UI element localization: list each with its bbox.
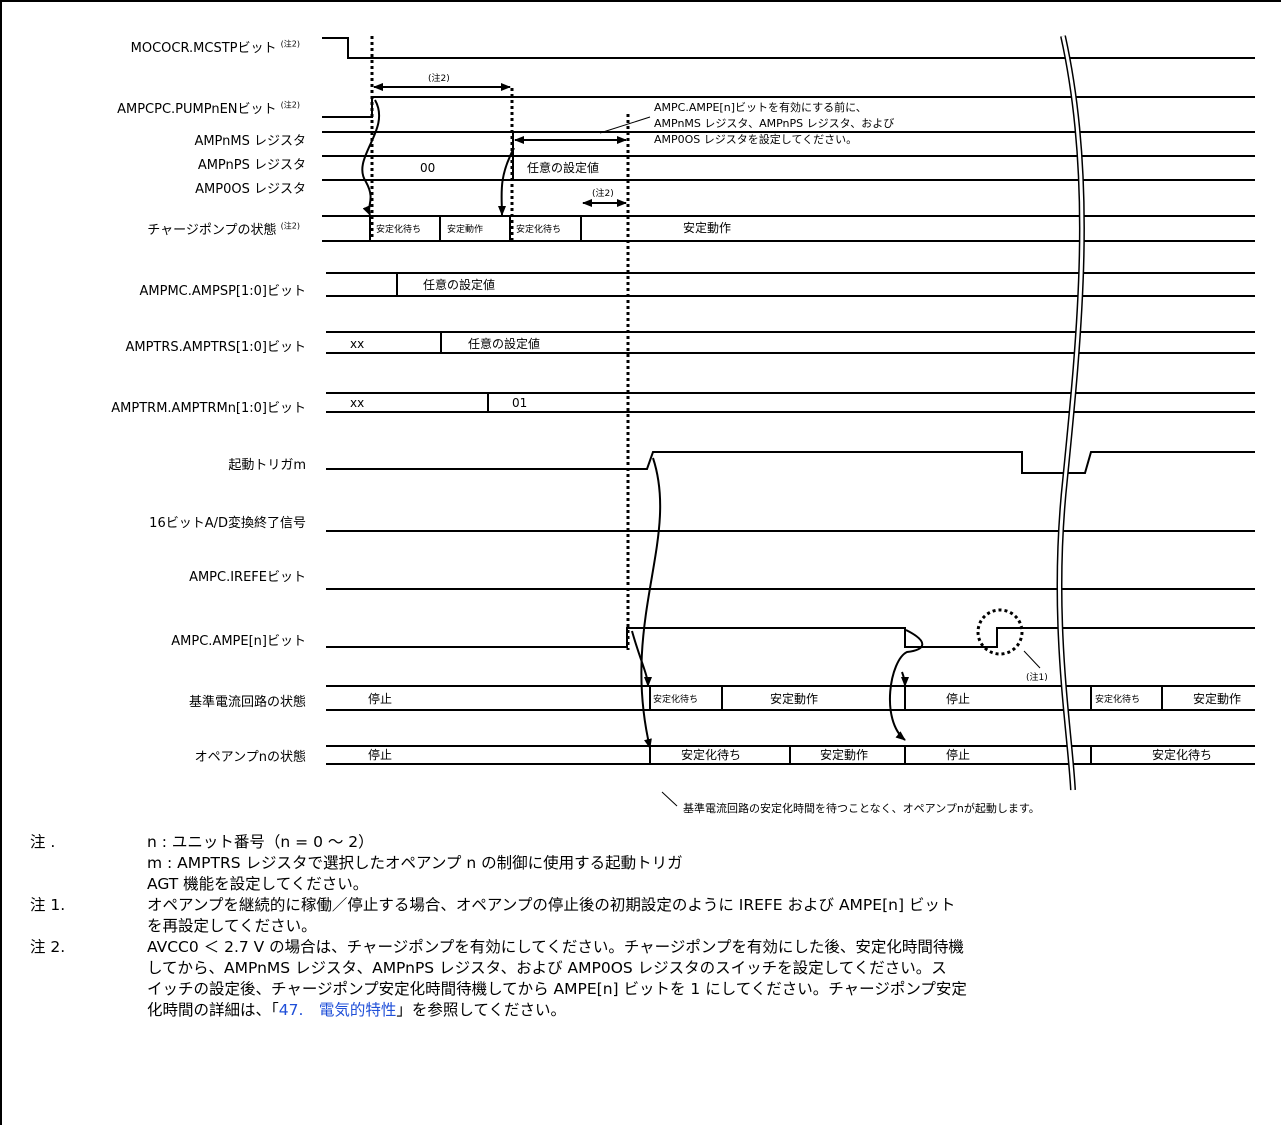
curve-ampe-loop [888,629,924,741]
val-pump-4: 安定動作 [683,220,731,235]
curve-pumpen-to-pump [361,99,381,216]
label-opamp: オペアンプnの状態 [194,750,306,765]
annot-setup-2: AMPnMS レジスタ、AMPnPS レジスタ、および [654,117,894,130]
note-general-line3: AGT 機能を設定してください。 [147,875,369,893]
val-pump-3: 安定化待ち [516,223,561,235]
val-opamp-stop: 停止 [368,747,392,762]
wave-ampe [326,627,1255,648]
annot-setup-3: AMP0OS レジスタを設定してください。 [654,132,857,146]
label-adend: 16ビットA/D変換終了信号 [149,516,306,531]
label-amptrs: AMPTRS.AMPTRS[1:0]ビット [125,340,306,355]
label-iref: 基準電流回路の状態 [188,695,306,710]
val-amptrs-xx: xx [350,337,364,351]
label-ms: AMPnMS レジスタ [194,134,306,149]
curve-trig-to-iref [640,457,662,749]
curve-ampe-to-iref2 [900,671,909,687]
timing-diagram: 00 任意の設定値 安定化待ち 安定動作 安定化待ち 安定動作 任意の設定値 x… [322,35,1255,815]
annot-setup-1: AMPC.AMPE[n]ビットを有効にする前に、 [654,100,867,114]
curve-ampe-to-iref [631,630,652,687]
val-iref-run2: 安定動作 [1193,691,1241,706]
break-outline-2 [1057,35,1084,791]
annot-note2-a: (注2) [428,72,450,84]
note-2: 注 2. AVCC0 ＜ 2.7 V の場合は、チャージポンプを有効にしてくださ… [30,937,1260,1021]
annot-note1: (注1) [1026,671,1048,683]
val-opamp-run: 安定動作 [820,747,868,762]
note-1: 注 1. オペアンプを継続的に稼働／停止する場合、オペアンプの停止後の初期設定の… [30,895,1260,937]
wave-mcstp [322,37,1255,59]
label-os: AMP0OS レジスタ [195,182,306,197]
note-1-line1: オペアンプを継続的に稼働／停止する場合、オペアンプの停止後の初期設定のように I… [147,896,956,914]
val-iref-stop: 停止 [368,691,392,706]
note-2-line2: してから、AMPnMS レジスタ、AMPnPS レジスタ、および AMP0OS … [147,959,947,977]
note-general-line1: n : ユニット番号（n = 0 ～ 2） [147,833,374,851]
val-iref-run: 安定動作 [770,691,818,706]
electrical-characteristics-link[interactable]: 47. 電気的特性 [278,1001,397,1019]
val-amptrm-xx: xx [350,396,364,410]
val-opamp-wait: 安定化待ち [681,747,741,762]
val-iref-stop2: 停止 [946,691,970,706]
label-trig: 起動トリガm [228,458,306,473]
setup-pointer [599,116,651,134]
curve-ms-to-pump [497,147,515,216]
val-iref-wait: 安定化待ち [653,693,698,705]
wave-trig [326,451,1255,474]
note-general: 注 . n : ユニット番号（n = 0 ～ 2） m : AMPTRS レジス… [30,832,1260,895]
label-irefe: AMPC.IREFEビット [189,570,306,585]
val-ms-00: 00 [420,161,435,175]
note1-pointer [1023,650,1041,669]
val-opamp-wait2: 安定化待ち [1152,747,1212,762]
val-iref-wait2: 安定化待ち [1095,693,1140,705]
annot-note2-b: (注2) [592,187,614,199]
note-2-line1: AVCC0 ＜ 2.7 V の場合は、チャージポンプを有効にしてください。チャー… [147,938,964,956]
val-amptrm-01: 01 [512,396,527,410]
notes-section: 注 . n : ユニット番号（n = 0 ～ 2） m : AMPTRS レジス… [30,832,1260,1021]
label-pump: チャージポンプの状態 (注2) [147,221,300,238]
note-1-line2: を再設定してください。 [147,917,317,935]
note-2-line4: 化時間の詳細は、「47. 電気的特性」を参照してください。 [147,1001,566,1019]
val-ampsp: 任意の設定値 [423,277,495,292]
bottom-pointer [661,791,678,807]
label-ps: AMPnPS レジスタ [197,158,306,173]
val-opamp-stop2: 停止 [946,747,970,762]
annot-bottom: 基準電流回路の安定化時間を待つことなく、オペアンプnが起動します。 [683,801,1040,815]
val-amptrs-any: 任意の設定値 [468,336,540,351]
label-mcstp: MOCOCR.MCSTPビット (注2) [130,39,300,56]
note-2-line3: イッチの設定後、チャージポンプ安定化時間待機してから AMPE[n] ビットを … [147,980,967,998]
val-ms-any: 任意の設定値 [527,160,599,175]
label-ampsp: AMPMC.AMPSP[1:0]ビット [139,284,306,299]
val-pump-1: 安定化待ち [376,223,421,235]
wave-pumpen [322,96,1255,118]
note1-circle [976,608,1024,656]
note-general-line2: m : AMPTRS レジスタで選択したオペアンプ n の制御に使用する起動トリ… [147,854,683,872]
val-pump-2: 安定動作 [447,223,483,235]
label-amptrm: AMPTRM.AMPTRMn[1:0]ビット [111,401,306,416]
label-ampe: AMPC.AMPE[n]ビット [171,634,306,649]
label-pumpen: AMPCPC.PUMPnENビット (注2) [117,100,300,117]
